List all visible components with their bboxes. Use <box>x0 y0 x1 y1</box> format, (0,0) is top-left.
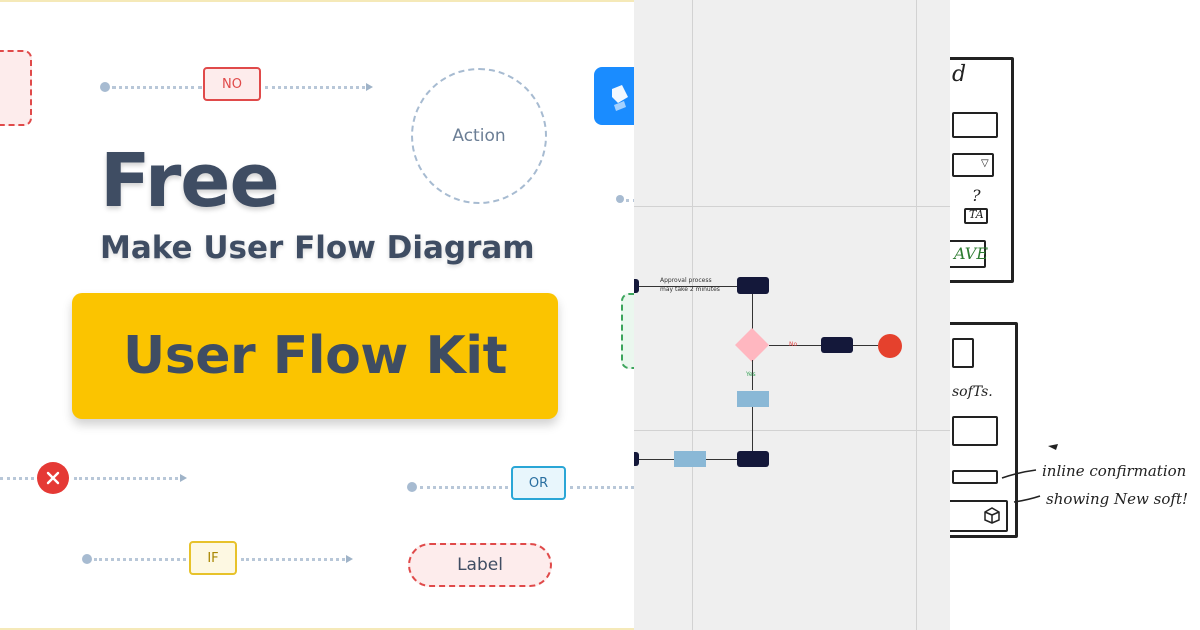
sketch-chevron: ▽ <box>981 158 989 169</box>
end-circle <box>878 334 902 358</box>
sketch-letter: d <box>952 62 967 87</box>
sketch-phone-top <box>950 57 1014 283</box>
sketch-field <box>952 416 998 446</box>
flow-connector <box>853 345 878 346</box>
sketch-save-button <box>950 240 986 268</box>
wireframe-sketch-panel: d ▽ ? TA AVE sofTs. inline confirmation … <box>950 0 1200 630</box>
box-icon <box>983 506 1001 528</box>
flow-node <box>634 452 639 466</box>
dotted-connector <box>265 86 365 89</box>
flow-connector <box>752 360 753 390</box>
canvas-gridline <box>692 0 693 630</box>
dotted-connector <box>420 486 508 489</box>
flow-node <box>737 451 769 467</box>
connector-dot <box>407 482 417 492</box>
kit-title: User Flow Kit <box>123 326 507 386</box>
dotted-connector <box>112 86 202 89</box>
close-x-icon <box>37 462 69 494</box>
flow-node <box>821 337 853 353</box>
yes-branch-label: Yes <box>746 371 756 378</box>
sketch-sofs: sofTs. <box>952 384 993 400</box>
headline-subtitle: Make User Flow Diagram <box>100 230 535 266</box>
sketch-footer-bar <box>950 500 1008 532</box>
connector-start-dot <box>100 82 110 92</box>
or-label: OR <box>528 475 549 491</box>
no-chip: NO <box>203 67 261 101</box>
connector-dot <box>616 195 624 203</box>
canvas-gridline <box>634 430 950 431</box>
flow-node <box>634 279 639 293</box>
flow-connector <box>752 407 753 451</box>
dotted-connector <box>570 486 634 489</box>
diagram-canvas-panel: Approval process may take 2 minutes No Y… <box>634 0 950 630</box>
flow-node <box>737 277 769 294</box>
flow-note: Approval process may take 2 minutes <box>660 277 720 293</box>
process-box <box>674 451 706 467</box>
or-chip: OR <box>511 466 566 500</box>
connector-dot <box>82 554 92 564</box>
annotation-arrows <box>1001 444 1058 503</box>
kit-banner-panel: NO Action Free Make User Flow Diagram Us… <box>0 0 634 630</box>
flow-connector <box>706 459 737 460</box>
sketch-phone-bottom <box>950 322 1018 538</box>
app-badge-icon <box>594 67 634 125</box>
dotted-connector <box>74 477 178 480</box>
red-dashed-shape <box>0 50 32 126</box>
dotted-connector <box>626 199 634 202</box>
arrowhead-icon <box>346 555 353 563</box>
sketch-dropdown <box>952 153 994 177</box>
sketch-field <box>952 112 998 138</box>
dotted-connector <box>0 477 34 480</box>
process-box <box>737 391 769 407</box>
flow-connector <box>752 294 753 332</box>
canvas-gridline <box>916 0 917 630</box>
no-label: NO <box>222 76 242 92</box>
action-label: Action <box>452 126 506 146</box>
action-circle: Action <box>411 68 547 204</box>
dotted-connector <box>94 558 186 561</box>
sketch-save-text: AVE <box>954 244 988 263</box>
decision-diamond <box>735 328 769 362</box>
sketch-confirm-bar <box>952 470 998 484</box>
if-label: IF <box>207 550 219 566</box>
green-dashed-shape <box>621 293 634 369</box>
no-branch-label: No <box>789 341 798 348</box>
sketch-ta-box <box>964 208 988 224</box>
sketch-ta-text: TA <box>969 208 984 221</box>
sketch-question: ? <box>972 186 981 205</box>
sketch-field <box>952 338 974 368</box>
arrowhead-icon <box>366 83 373 91</box>
if-chip: IF <box>189 541 237 575</box>
headline-free: Free <box>100 138 280 224</box>
annotation-line-1: inline confirmation <box>1042 462 1187 480</box>
flow-connector <box>639 286 737 287</box>
label-pill: Label <box>408 543 552 587</box>
flow-connector <box>769 345 822 346</box>
canvas-gridline <box>634 206 950 207</box>
label-text: Label <box>457 555 503 575</box>
flow-connector <box>639 459 677 460</box>
dotted-connector <box>241 558 345 561</box>
kit-title-box: User Flow Kit <box>72 293 558 419</box>
arrowhead-icon <box>180 474 187 482</box>
annotation-line-2: showing New soft! <box>1046 490 1189 508</box>
